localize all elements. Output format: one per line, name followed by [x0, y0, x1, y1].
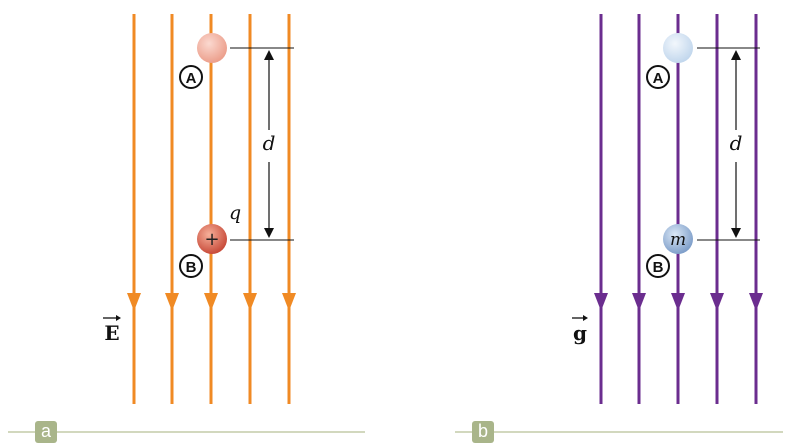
- mass-label: m: [670, 230, 686, 250]
- distance-label: d: [730, 131, 743, 155]
- field-vector-label-e: E: [103, 315, 121, 345]
- mass-particle: [663, 224, 693, 254]
- particle-position-a: [663, 33, 693, 63]
- field-line: [632, 14, 646, 404]
- charge-sign: +: [204, 229, 219, 250]
- field-symbol-g: g: [573, 321, 587, 345]
- field-lines-e: [127, 14, 296, 404]
- positive-charge-particle: [197, 224, 227, 254]
- panel-tag-b: b: [472, 421, 494, 443]
- field-line: [165, 14, 179, 404]
- charge-label: q: [229, 202, 241, 224]
- distance-arrow: [264, 50, 274, 238]
- point-b-marker: B: [646, 254, 670, 278]
- field-line: [282, 14, 296, 404]
- field-line: [710, 14, 724, 404]
- field-line: [204, 14, 218, 404]
- particle-position-a: [197, 33, 227, 63]
- field-line: [594, 14, 608, 404]
- point-b-label: B: [653, 259, 664, 276]
- point-b-marker: B: [179, 254, 203, 278]
- distance-arrow: [731, 50, 741, 238]
- point-a-marker: A: [179, 65, 203, 89]
- field-line: [671, 14, 685, 404]
- point-a-marker: A: [646, 65, 670, 89]
- panel-b-gravitational-field: d m A B g: [572, 14, 763, 404]
- panel-tag-a: a: [35, 421, 57, 443]
- point-b-label: B: [186, 259, 197, 276]
- field-vector-label-g: g: [572, 315, 588, 345]
- field-lines-g: [594, 14, 763, 404]
- field-symbol-e: E: [104, 321, 119, 345]
- field-line: [243, 14, 257, 404]
- point-a-label: A: [653, 70, 664, 87]
- panel-a-electric-field: d + q A B E: [103, 14, 296, 404]
- field-line: [127, 14, 141, 404]
- distance-label: d: [263, 131, 276, 155]
- point-a-label: A: [186, 70, 197, 87]
- field-line: [749, 14, 763, 404]
